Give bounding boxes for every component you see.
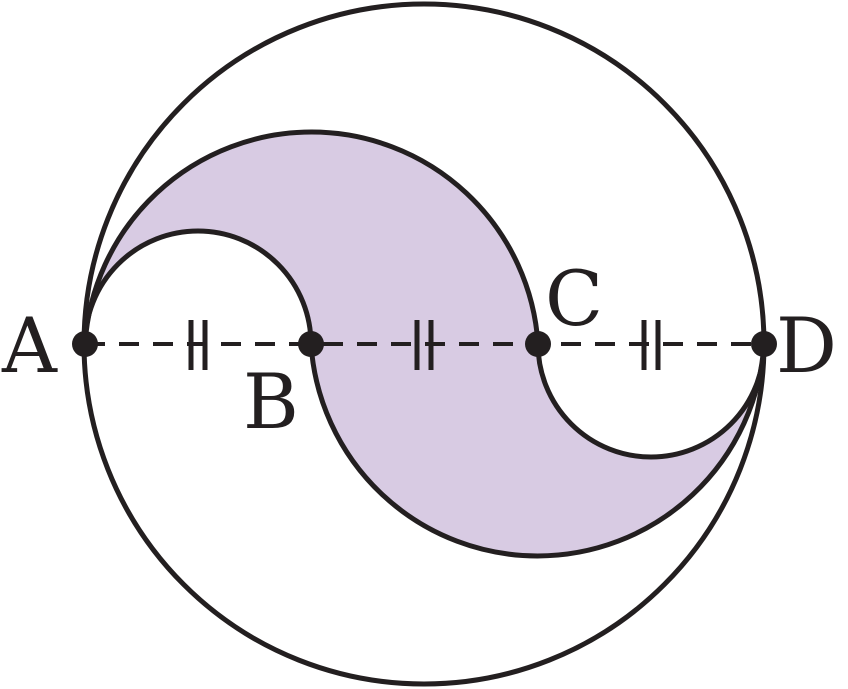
- semicircle-ab-top: [82, 228, 314, 345]
- label-d: D: [776, 301, 837, 390]
- semicircle-ac-top: [82, 129, 541, 345]
- point-d: [751, 331, 777, 357]
- label-c: C: [545, 254, 603, 343]
- point-b: [298, 331, 324, 357]
- label-a: A: [1, 301, 58, 390]
- tick-mark-ab: [188, 320, 208, 370]
- tick-mark-cd: [641, 320, 661, 370]
- label-b: B: [243, 357, 299, 446]
- semicircle-cd-bottom: [535, 343, 767, 460]
- point-c: [525, 331, 551, 357]
- shaded-region: [85, 132, 764, 556]
- tick-mark-bc: [414, 320, 434, 370]
- semicircle-bd-bottom: [308, 343, 767, 559]
- point-a: [72, 331, 98, 357]
